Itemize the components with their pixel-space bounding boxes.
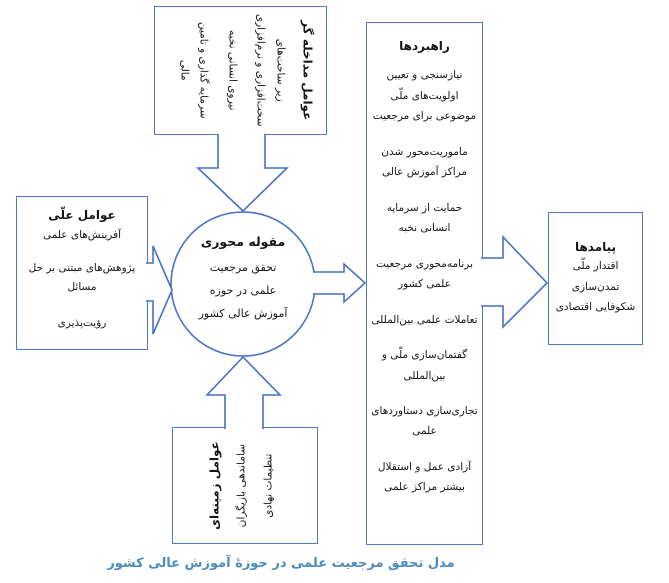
causal-factors-item: رؤیت‌پذیری [57, 316, 107, 329]
outcomes-title: پیامدها [574, 240, 617, 254]
top-arrow-fill [198, 132, 287, 211]
bottom-arrow-up [205, 355, 282, 429]
bottom-arrow-fill [207, 357, 280, 429]
strategies-item: تجاری‌سازی دستاوردهای علمی [371, 405, 478, 438]
core-category-line: آموزش عالی کشور [198, 307, 288, 321]
core-category-title: مقوله محوری [200, 234, 286, 249]
strategies-item: آزادی عمل و استقلال بیشتر مراکز علمی [377, 460, 472, 494]
circle-to-strategies-arrow-fill [311, 264, 365, 302]
diagram-caption: مدل تحقق مرجعیت علمی در حوزۀ آموزش عالی … [107, 556, 455, 571]
left-arrow-right [146, 245, 173, 335]
strategies-item: گفتمان‌سازی ملّی و بین‌المللی [381, 349, 468, 382]
outcomes-item: تمدن‌سازی [571, 280, 620, 293]
circle-to-strategies-arrow [313, 262, 367, 304]
strategies-item: تعاملات علمی بین‌المللی [371, 313, 478, 326]
strategies-item: نیازسنجی و تعیین اولویت‌های ملّی موضوعی … [372, 69, 477, 123]
contextual-factors-item: تنظیمات نهادی [262, 453, 275, 518]
core-category-line: تحقق مرجعیت [209, 261, 277, 275]
strategies-box: راهبردها نیازسنجی و تعیین اولویت‌های ملّ… [366, 22, 483, 545]
contextual-factors-item: ساماندهی بازیگران [235, 443, 248, 528]
strategies-item: حمایت از سرمایه انسانی نخبه [386, 201, 463, 235]
strategies-item: ماموریت‌محور شدن مراکز آموزش عالی [381, 145, 468, 179]
intervening-factors-item: سرمایه گذاری و تامین مالی [177, 22, 210, 119]
outcomes-item: شکوفایی اقتصادی [555, 301, 636, 314]
contextual-factors-rotated-content: عوامل زمینه‌ای ساماندهی بازیگران تنظیمات… [204, 434, 285, 536]
causal-factors-title: عوامل علّی [48, 208, 116, 222]
causal-factors-item: آفرینش‌های علمی [42, 229, 122, 242]
causal-factors-box: عوامل علّی آفرینش‌های علمی پژوهش‌های مبت… [16, 196, 148, 350]
outcomes-item: اقتدار ملّی [572, 260, 619, 273]
intervening-factors-item: نیروی انسانی نخبه [225, 30, 238, 111]
contextual-factors-title: عوامل زمینه‌ای [207, 441, 222, 530]
outcomes-box: پیامدها اقتدار ملّی تمدن‌سازی شکوفایی اق… [548, 212, 643, 345]
intervening-factors-title: عوامل مداخله گر [299, 20, 314, 121]
causal-factors-item: پژوهش‌های مبتنی بر حل مسائل [28, 261, 136, 294]
strategies-to-outcomes-arrow [481, 235, 549, 329]
intervening-factors-box: عوامل مداخله گر زیر ساخت‌های سخت‌افزاری … [154, 6, 327, 135]
top-arrow-down [196, 134, 289, 213]
left-arrow-fill [145, 246, 172, 334]
core-category-line: علمی در حوزه [209, 284, 277, 298]
intervening-factors-item: زیر ساخت‌های سخت‌افزاری و نرم‌افزاری [253, 14, 286, 127]
strategies-title: راهبردها [399, 39, 450, 53]
contextual-factors-box: عوامل زمینه‌ای ساماندهی بازیگران تنظیمات… [172, 427, 318, 544]
intervening-factors-rotated-content: عوامل مداخله گر زیر ساخت‌های سخت‌افزاری … [164, 12, 317, 130]
core-category-text: مقوله محوری تحقق مرجعیت علمی در حوزه آمو… [178, 231, 308, 326]
strategies-item: برنامه‌محوری مرجعیت علمی کشور [376, 257, 473, 291]
strategies-to-outcomes-arrow-fill [480, 237, 547, 327]
